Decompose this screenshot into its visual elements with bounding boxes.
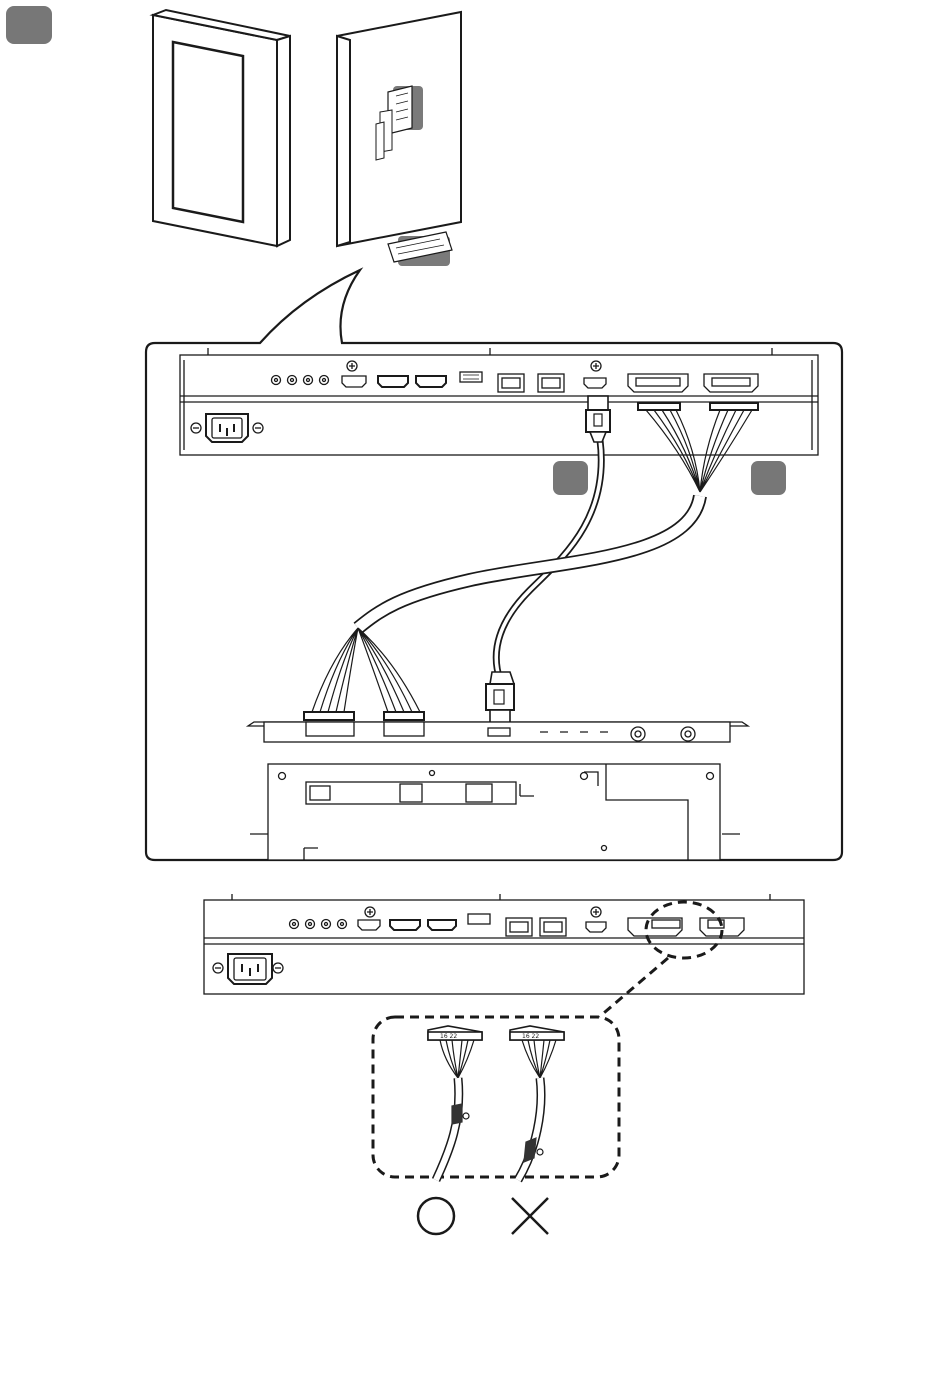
detail-right-numbers: 16 22 [522, 1033, 539, 1040]
incorrect-cross-icon [512, 1198, 548, 1234]
io-board-overview [204, 894, 804, 994]
step-badge-lvds [751, 461, 786, 495]
step-badge-hdmi [553, 461, 588, 495]
panel-front-illustration [153, 10, 290, 246]
correct-circle-icon [418, 1198, 454, 1234]
step-badge-main [6, 6, 52, 44]
detail-left-numbers: 16 22 [440, 1033, 457, 1040]
panel-back-illustration [337, 12, 461, 266]
cable-orientation-detail: 16 22 16 22 [373, 1017, 619, 1180]
